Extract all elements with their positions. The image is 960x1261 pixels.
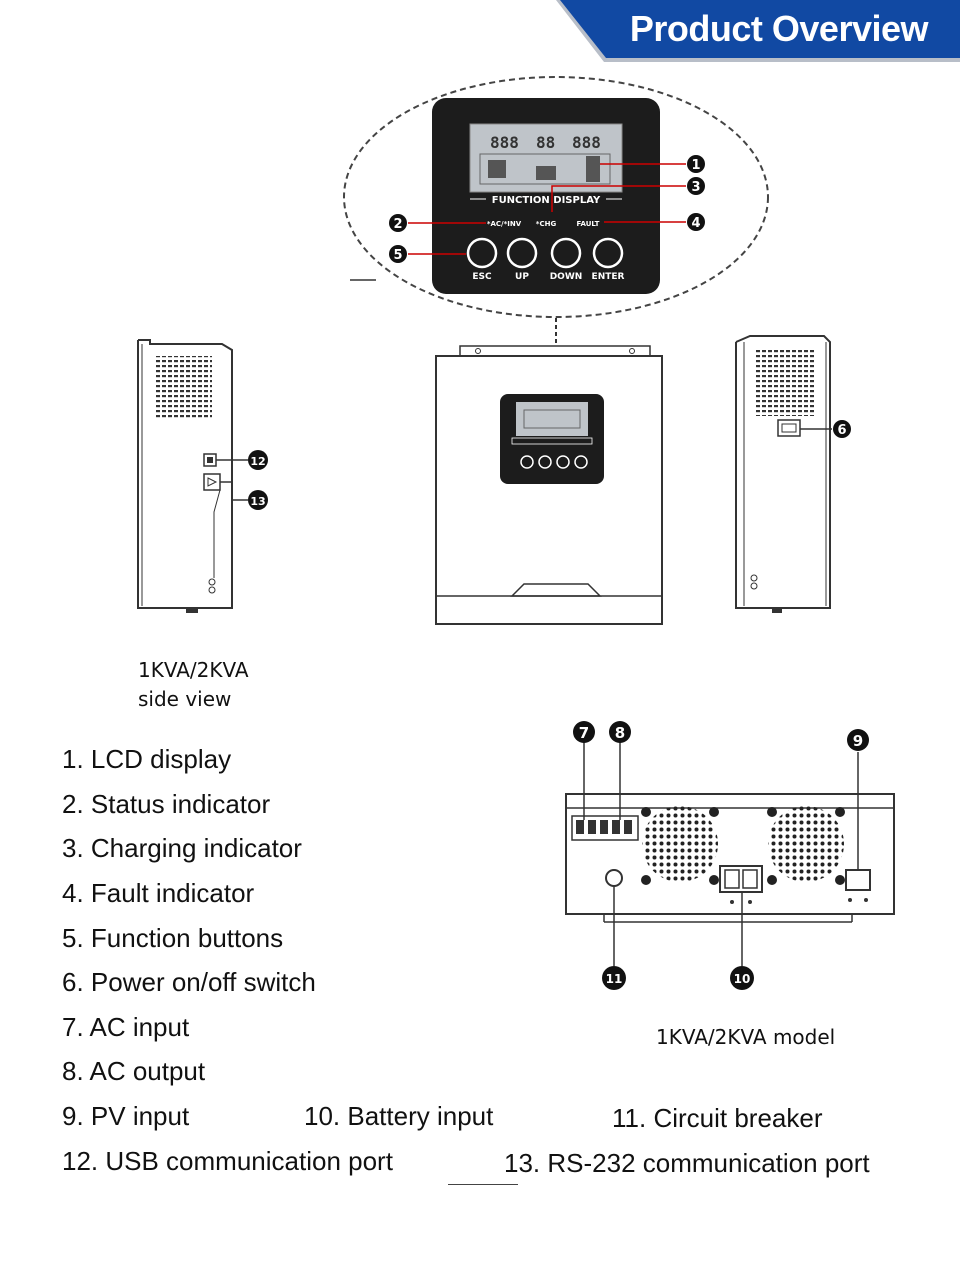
svg-text:11: 11: [606, 972, 623, 986]
svg-text:3: 3: [691, 180, 700, 195]
svg-text:5: 5: [393, 248, 402, 263]
front-view: [435, 345, 663, 625]
legend-item-battery-input: 10. Battery input: [304, 1101, 494, 1131]
callout-7: 7: [573, 721, 595, 743]
callout-10: 10: [730, 966, 754, 990]
callout-1: 1: [687, 155, 705, 173]
svg-text:13: 13: [250, 495, 265, 508]
svg-text:8: 8: [615, 724, 625, 742]
side-view-caption-line1: 1KVA/2KVA: [138, 658, 249, 682]
svg-text:7: 7: [579, 724, 589, 742]
left-side-view: [137, 339, 248, 613]
callout-8: 8: [609, 721, 631, 743]
callout-12: 12: [248, 450, 268, 470]
legend-item-rs232-port: 13. RS-232 communication port: [504, 1148, 870, 1178]
charging-indicator-label: *CHG: [536, 220, 557, 228]
page-title: Product Overview: [629, 8, 929, 49]
lcd-digits-mid: 88: [536, 133, 555, 152]
legend-item-power-switch: 6. Power on/off switch: [62, 967, 316, 997]
svg-text:12: 12: [250, 455, 265, 468]
title-banner: [556, 0, 960, 62]
callout-5: 5: [389, 245, 407, 263]
svg-text:9: 9: [853, 732, 863, 750]
legend-item-charging-indicator: 3. Charging indicator: [62, 833, 302, 863]
enter-button-label: ENTER: [592, 272, 625, 282]
legend-item-circuit-breaker: 11. Circuit breaker: [612, 1103, 823, 1133]
callout-3: 3: [687, 177, 705, 195]
front-panel-zoom: 888 88 888 FUNCTION DISPLAY *AC/*INV *CH…: [343, 76, 769, 318]
legend-item-usb-port: 12. USB communication port: [62, 1146, 393, 1176]
legend-item-ac-output: 8. AC output: [62, 1056, 206, 1086]
callout-4: 4: [687, 213, 705, 231]
lcd-digits-left: 888: [490, 133, 519, 152]
legend-item-status-indicator: 2. Status indicator: [62, 789, 271, 819]
legend-item-pv-input: 9. PV input: [62, 1101, 190, 1131]
callout-9: 9: [847, 729, 869, 751]
side-view-caption-line2: side view: [138, 687, 232, 711]
callout-2: 2: [389, 214, 407, 232]
svg-text:10: 10: [734, 972, 751, 986]
model-caption: 1KVA/2KVA model: [656, 1025, 836, 1049]
legend-item-fault-indicator: 4. Fault indicator: [62, 878, 255, 908]
right-side-view: [735, 335, 832, 613]
fault-indicator-label: FAULT: [577, 220, 600, 228]
divider-line: [448, 1184, 518, 1185]
legend-item-function-buttons: 5. Function buttons: [62, 923, 284, 953]
legend-item-lcd-display: 1. LCD display: [62, 744, 232, 774]
svg-text:6: 6: [837, 423, 846, 438]
function-display-label: FUNCTION DISPLAY: [492, 195, 601, 206]
esc-button-label: ESC: [472, 272, 492, 282]
svg-text:2: 2: [393, 217, 402, 232]
callout-11: 11: [602, 966, 626, 990]
down-button-label: DOWN: [550, 272, 583, 282]
status-indicator-label: *AC/*INV: [487, 220, 522, 228]
svg-text:4: 4: [691, 216, 700, 231]
svg-text:1: 1: [691, 158, 700, 173]
legend-item-ac-input: 7. AC input: [62, 1012, 190, 1042]
up-button-label: UP: [515, 272, 529, 282]
callout-6: 6: [833, 420, 851, 438]
lcd-digits-right: 888: [572, 133, 601, 152]
callout-13: 13: [248, 490, 268, 510]
rear-view: [565, 742, 895, 966]
